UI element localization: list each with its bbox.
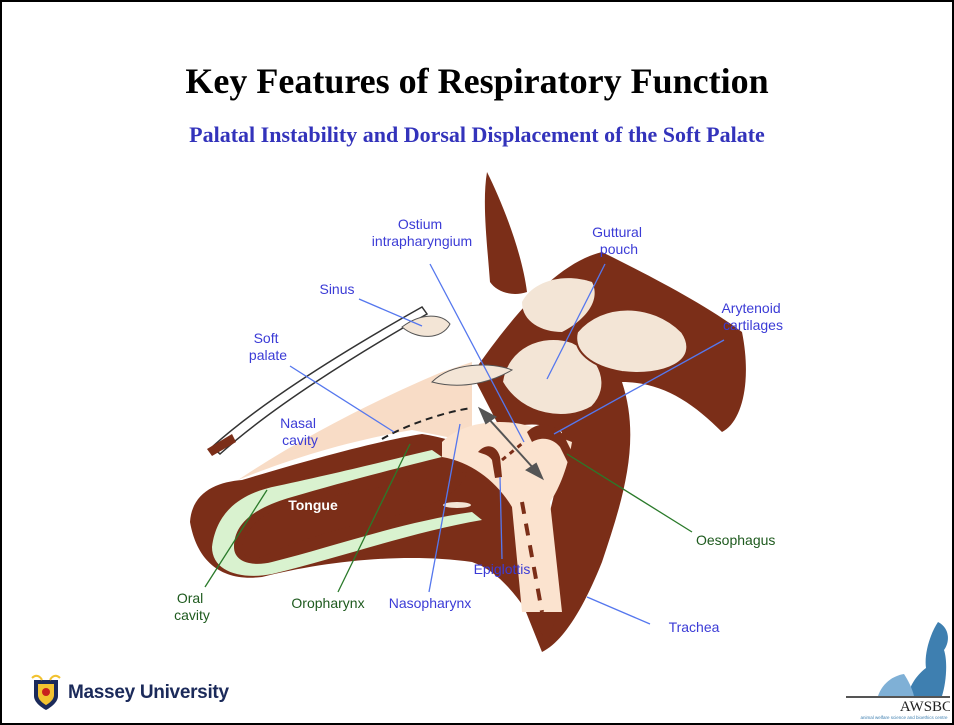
ear-shape: [485, 172, 527, 294]
massey-university-logo: Massey University: [30, 674, 229, 712]
label-epiglottis: Epiglottis: [474, 561, 531, 577]
label-oesophagus: Oesophagus: [696, 532, 775, 548]
hyoid-shape: [443, 502, 471, 508]
label-sinus: Sinus: [319, 281, 354, 297]
awsbc-logo: AWSBC animal welfare science and bioethi…: [838, 614, 950, 722]
label-oral-cavity: Oral cavity: [174, 590, 210, 623]
label-guttural-pouch: Guttural pouch: [592, 224, 646, 257]
massey-crest-icon: [30, 674, 62, 712]
label-nasal-cavity: Nasal cavity: [280, 415, 320, 448]
label-arytenoid-cartilages: Arytenoid cartilages: [721, 300, 784, 333]
massey-logo-text: Massey University: [68, 682, 229, 704]
label-trachea: Trachea: [669, 619, 720, 635]
awsbc-tagline: animal welfare science and bioethics cen…: [860, 715, 948, 720]
label-soft-palate: Soft palate: [249, 330, 287, 363]
awsbc-text: AWSBC: [900, 699, 950, 715]
label-ostium: Ostium intrapharyngium: [372, 216, 472, 249]
label-tongue: Tongue: [288, 497, 338, 513]
label-nasopharynx: Nasopharynx: [389, 595, 472, 611]
label-oropharynx: Oropharynx: [291, 595, 364, 611]
